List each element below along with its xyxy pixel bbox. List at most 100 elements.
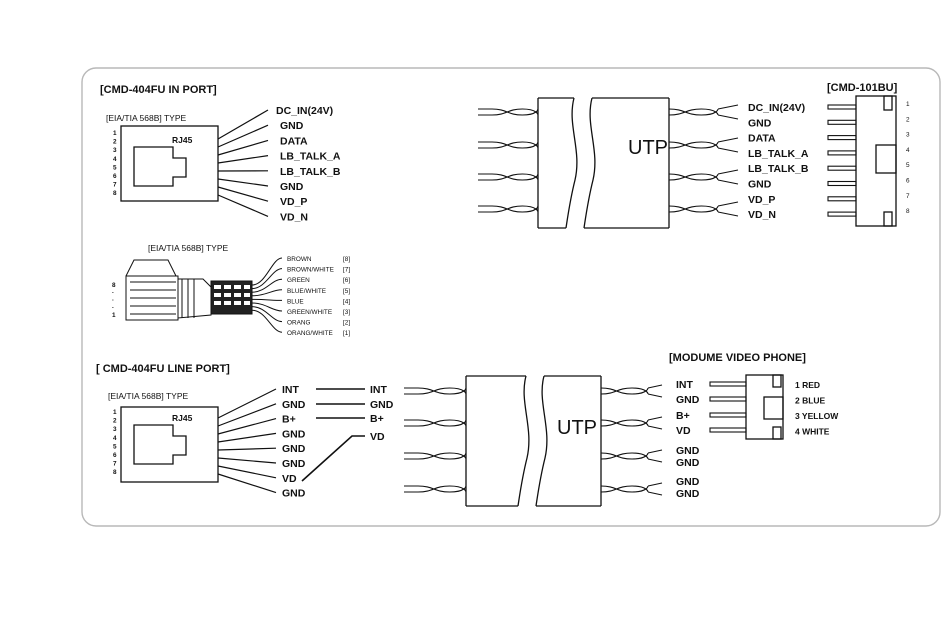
plug-wire-pin: [2] bbox=[343, 320, 350, 327]
utp-pair-end-left bbox=[404, 420, 418, 426]
line-port-pin-number: 7 bbox=[113, 461, 117, 468]
video-phone-signal-label: GND bbox=[676, 445, 700, 457]
cmd101bu-signal-label: VD_P bbox=[748, 194, 775, 206]
line-port-pin-number: 1 bbox=[113, 409, 117, 416]
plug-wire bbox=[252, 290, 282, 296]
in-port-signal-label: VD_P bbox=[280, 196, 307, 208]
cmd101bu-pin-number: 5 bbox=[906, 162, 910, 169]
plug-wire-color: BLUE/WHITE bbox=[287, 288, 326, 295]
cmd101bu-signal-label: LB_TALK_B bbox=[748, 163, 809, 175]
plug-pin-mark: 8 bbox=[112, 282, 116, 289]
plug-wire-colors: BROWN[8]BROWN/WHITE[7]GREEN[6]BLUE/WHITE… bbox=[287, 256, 350, 337]
cmd101bu-pin-number: 6 bbox=[906, 178, 910, 185]
cmd101bu-lead bbox=[828, 105, 856, 109]
utp-pair-end-right bbox=[648, 417, 662, 429]
video-phone-signal-label: GND bbox=[676, 457, 700, 469]
utp-pair-end-right bbox=[648, 385, 662, 397]
in-port-pin-number: 7 bbox=[113, 182, 117, 189]
line-port-signal-label: B+ bbox=[282, 414, 296, 426]
in-port-signal-label: LB_TALK_A bbox=[280, 151, 341, 163]
cmd101bu-lead bbox=[828, 212, 856, 216]
plug-wire bbox=[252, 258, 282, 285]
plug-wire bbox=[252, 299, 282, 300]
in-port-title: [CMD-404FU IN PORT] bbox=[100, 84, 217, 96]
cmd101bu-pin-number: 2 bbox=[906, 116, 910, 123]
line-port-wire bbox=[218, 474, 276, 493]
plug-pin-mark: 1 bbox=[112, 312, 116, 319]
utp-pair-end-right bbox=[648, 450, 662, 462]
in-port-wire bbox=[218, 156, 268, 163]
in-port-pin-number: 1 bbox=[113, 130, 117, 137]
in-port-wire bbox=[218, 110, 268, 139]
utp-pair-end-right bbox=[718, 105, 738, 119]
in-port-pin-number: 3 bbox=[113, 147, 117, 154]
in-port-type-label: [EIA/TIA 568B] TYPE bbox=[106, 113, 186, 123]
line-port-title: [ CMD-404FU LINE PORT] bbox=[96, 363, 230, 375]
plug-wire-pin: [6] bbox=[343, 277, 350, 284]
line-port-wire bbox=[218, 419, 276, 434]
line-port-signal-label: GND bbox=[282, 488, 306, 500]
line-port-pin-number: 4 bbox=[113, 435, 117, 442]
utp-pair-end-left bbox=[478, 174, 492, 180]
utp-pair-end-left bbox=[478, 109, 492, 115]
video-phone-lead-stubs bbox=[710, 382, 746, 432]
plug-pin-mark: · bbox=[112, 297, 114, 304]
video-phone-pin-label: 2 BLUE bbox=[795, 396, 826, 406]
video-phone-signal-label: VD bbox=[676, 425, 691, 437]
plug-detail-section: [EIA/TIA 568B] TYPE 8···1 BROWN[8]BROWN/… bbox=[112, 243, 350, 337]
utp-pair-end-right bbox=[718, 170, 738, 184]
cmd101bu-signal-label: GND bbox=[748, 117, 772, 129]
line-port-signal-label: GND bbox=[282, 443, 306, 455]
top-twisted-pairs bbox=[478, 105, 738, 216]
cmd101bu-lead bbox=[828, 136, 856, 140]
in-port-wire bbox=[218, 179, 268, 186]
plug-wire-color: ORANG bbox=[287, 320, 310, 327]
top-utp-label: UTP bbox=[628, 137, 668, 159]
plug-wire bbox=[252, 269, 282, 289]
line-port-rj45-label: RJ45 bbox=[172, 413, 193, 423]
video-phone-title: [MODUME VIDEO PHONE] bbox=[669, 352, 806, 364]
bottom-utp-label: UTP bbox=[557, 417, 597, 439]
cmd101bu-lead bbox=[828, 120, 856, 124]
in-port-wire bbox=[218, 187, 268, 201]
line-port-jumpers bbox=[302, 389, 365, 481]
video-phone-pin-label: 1 RED bbox=[795, 380, 820, 390]
in-port-signal-list: DC_IN(24V)GNDDATALB_TALK_ALB_TALK_BGNDVD… bbox=[276, 105, 341, 223]
plug-wire-color: GREEN bbox=[287, 277, 310, 284]
plug-wire-pin: [8] bbox=[343, 256, 350, 263]
line-port-signal-label: VD bbox=[282, 473, 297, 485]
in-port-signal-label: LB_TALK_B bbox=[280, 166, 341, 178]
rj45-plug-drawing bbox=[126, 260, 252, 320]
cmd101bu-signal-label: DC_IN(24V) bbox=[748, 102, 805, 114]
plug-wire-color: BLUE bbox=[287, 298, 304, 305]
cmd101bu-pin-number: 4 bbox=[906, 147, 910, 154]
line-port-rj45-jack bbox=[121, 407, 218, 482]
line-port-pin-number: 3 bbox=[113, 426, 117, 433]
utp-pair-end-right bbox=[648, 483, 662, 495]
line-port-signal-label: GND bbox=[282, 458, 306, 470]
cmd101bu-pin-number: 3 bbox=[906, 132, 910, 139]
in-port-wire-fan bbox=[218, 110, 268, 216]
plug-pin-mark: · bbox=[112, 290, 114, 297]
cmd101bu-lead-stubs bbox=[828, 105, 856, 216]
in-port-signal-label: DC_IN(24V) bbox=[276, 105, 333, 117]
in-port-signal-label: GND bbox=[280, 120, 304, 132]
utp-pair-end-right bbox=[718, 138, 738, 152]
cmd101bu-pin-number: 8 bbox=[906, 208, 910, 215]
bottom-twisted-pairs bbox=[404, 385, 662, 495]
line-port-wire bbox=[218, 466, 276, 478]
in-port-section: [CMD-404FU IN PORT] [EIA/TIA 568B] TYPE … bbox=[100, 84, 341, 223]
in-port-wire bbox=[218, 195, 268, 216]
plug-wire-color: ORANG/WHITE bbox=[287, 330, 333, 337]
line-port-mid-signal: B+ bbox=[370, 413, 384, 425]
cmd101bu-connector bbox=[856, 96, 896, 226]
cmd101bu-pin-number: 1 bbox=[906, 101, 910, 108]
in-port-pin-number: 4 bbox=[113, 156, 117, 163]
plug-pin-marks: 8···1 bbox=[112, 282, 116, 319]
